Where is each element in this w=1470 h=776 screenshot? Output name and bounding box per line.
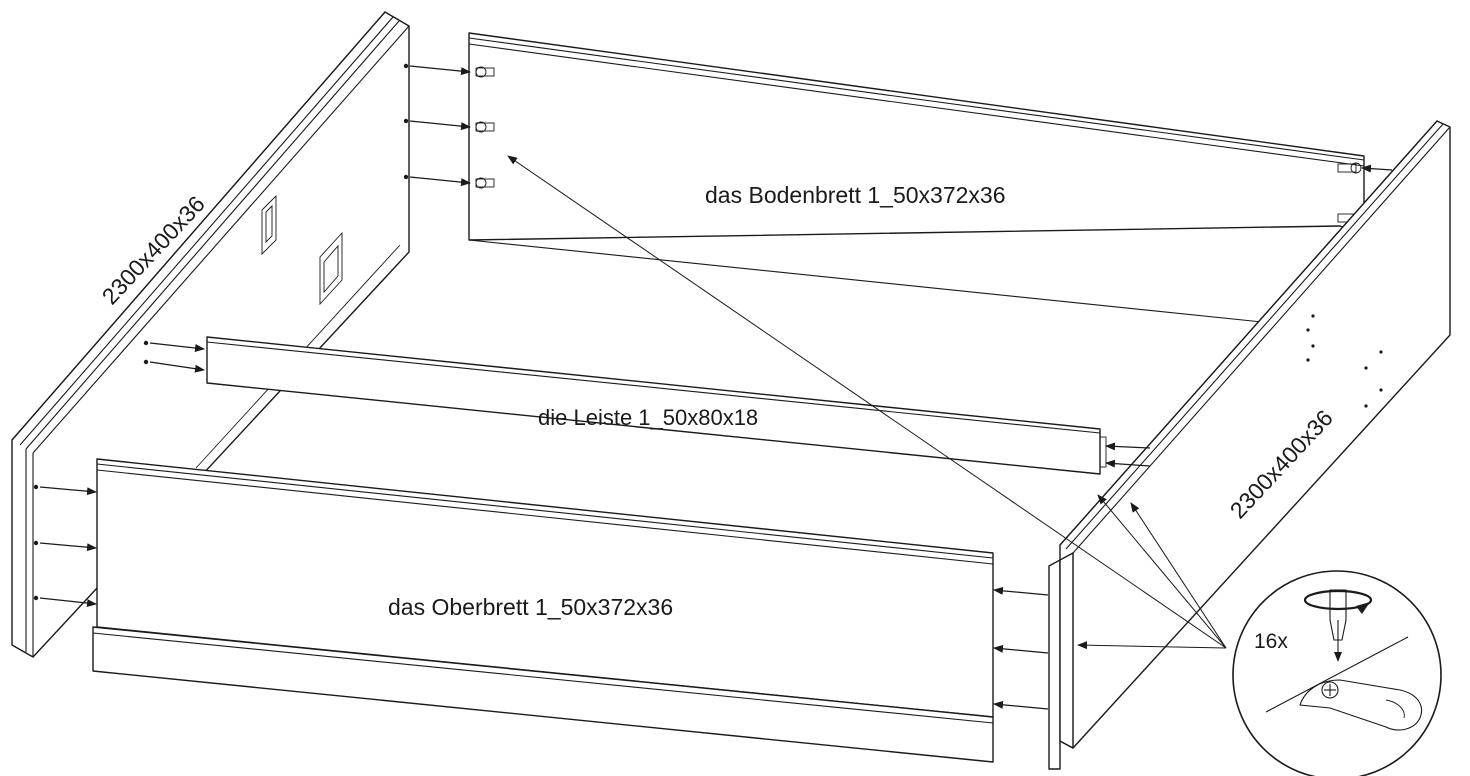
- drill-holes: [1306, 314, 1383, 408]
- cam-fitting-left: [475, 66, 495, 189]
- rotation-arrow-icon: [1303, 589, 1373, 614]
- front-end-panel: [1048, 552, 1074, 770]
- top-board-label: das Oberbrett 1_50x372x36: [388, 594, 673, 620]
- strip: [206, 336, 1107, 475]
- callout-pointers: [507, 155, 1227, 650]
- screwdriver-icon: [1329, 589, 1347, 662]
- strip-label: die Leiste 1_50x80x18: [538, 405, 758, 430]
- fitting-callout: [1232, 570, 1442, 776]
- insertion-arrows: [39, 65, 1393, 710]
- hinge-plate-1: [261, 194, 277, 256]
- top-board: [92, 458, 994, 763]
- cam-lock-fitting-icon: [1299, 679, 1423, 731]
- bottom-board-label: das Bodenbrett 1_50x372x36: [705, 182, 1006, 208]
- bottom-board: [468, 32, 1365, 323]
- fitting-quantity-label: 16x: [1254, 630, 1288, 653]
- hinge-plate-2: [319, 231, 343, 306]
